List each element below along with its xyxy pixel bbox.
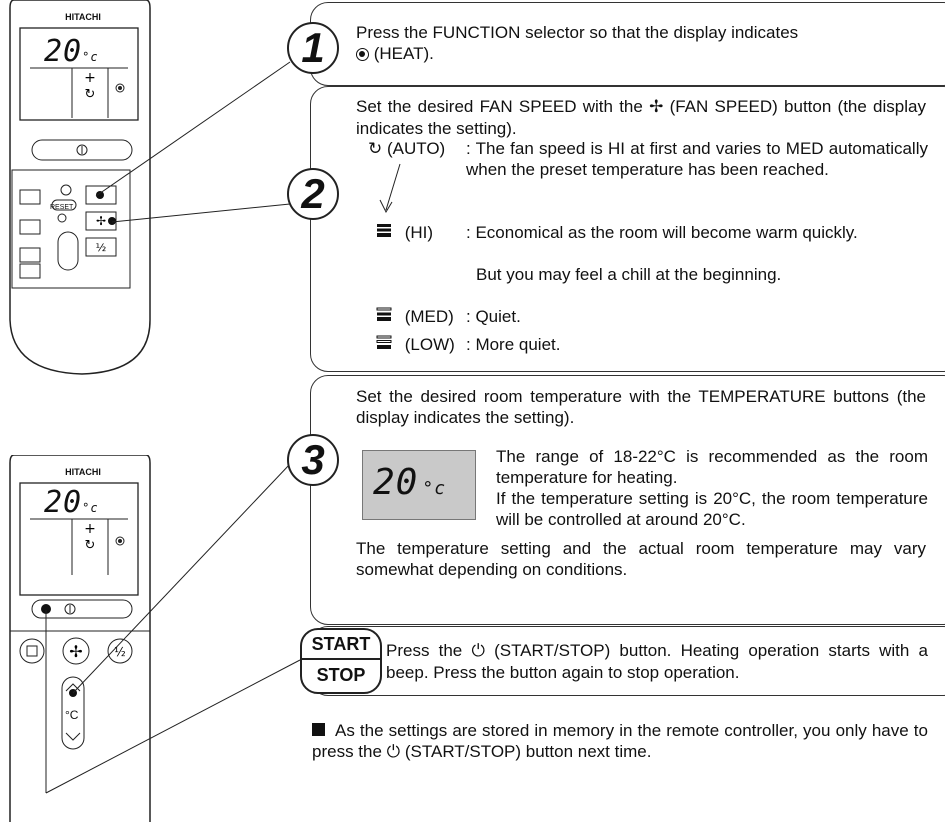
step-2-intro: Set the desired FAN SPEED with the ✢ (FA…: [356, 97, 926, 138]
remote2-brand: HITACHI: [65, 467, 101, 477]
step-3-note: The temperature setting and the actual r…: [356, 539, 926, 579]
step-1-line-2: (HEAT).: [356, 43, 926, 64]
remote-brand: HITACHI: [65, 12, 101, 22]
step-1-badge: 1: [287, 22, 339, 74]
med-row: (MED): [376, 306, 454, 327]
stop-label: STOP: [316, 665, 366, 685]
power-icon-2: ⏻: [386, 742, 401, 762]
svg-text:½: ½: [96, 241, 107, 254]
start-stop-badge: START STOP: [300, 628, 382, 694]
hi-text-2: But you may feel a chill at the beginnin…: [476, 265, 782, 284]
low-row: (LOW): [376, 334, 455, 355]
panel-step-1: [310, 2, 945, 86]
auto-row: ↻ (AUTO): [368, 138, 445, 160]
svg-text:✢: ✢: [69, 642, 82, 661]
med-label: (MED): [404, 307, 454, 326]
hi-row: (HI): [376, 222, 433, 243]
memory-note: As the settings are stored in memory in …: [312, 721, 928, 762]
setting-text: If the temperature setting is 20°C, the …: [496, 489, 928, 529]
square-bullet-icon: [312, 723, 325, 736]
remote-controller-bottom: + ↻ ✢ ½: [9, 455, 151, 822]
svg-text:✢: ✢: [96, 214, 106, 228]
remote-lcd-temp: 20°c: [44, 34, 99, 69]
heat-label: (HEAT).: [373, 44, 434, 63]
svg-text:↻: ↻: [85, 538, 96, 553]
range-text: The range of 18-22°C is recommended as t…: [496, 447, 928, 487]
auto-icon: ↻: [368, 139, 383, 159]
panel-start-stop: [310, 626, 945, 696]
remote2-lcd-temp: 20°c: [44, 485, 99, 520]
med-speed-icon: [376, 307, 392, 321]
svg-text:↻: ↻: [85, 87, 96, 102]
hi-label: (HI): [404, 223, 434, 242]
heat-icon: [356, 48, 369, 61]
arrow-down-icon: [379, 163, 401, 214]
svg-text:+: +: [84, 70, 96, 86]
step-2-badge: 2: [287, 168, 339, 220]
power-icon: ⏻: [471, 641, 485, 661]
low-text: : More quiet.: [466, 335, 561, 354]
svg-text:½: ½: [114, 645, 126, 659]
remote-controller-top: + ↻ ½ ✢: [9, 0, 151, 375]
start-stop-text: Press the ⏻ (START/STOP) button. Heating…: [386, 641, 928, 682]
low-label: (LOW): [404, 335, 455, 354]
lcd-temp-unit: °c: [422, 478, 447, 499]
remote2-celsius-label: °C: [65, 708, 79, 722]
start-label: START: [302, 630, 380, 660]
auto-text: : The fan speed is HI at first and varie…: [466, 139, 928, 179]
temperature-lcd: 20°c: [362, 450, 476, 520]
med-text: : Quiet.: [466, 307, 521, 326]
lcd-temp-value: 20: [373, 462, 419, 503]
panel-step-2: [310, 86, 945, 372]
svg-text:+: +: [84, 521, 96, 537]
fan-speed-icon: ✢: [649, 97, 664, 117]
step-3-badge: 3: [287, 434, 339, 486]
step-3-intro: Set the desired room temperature with th…: [356, 387, 926, 427]
auto-label: (AUTO): [386, 139, 446, 158]
hi-text: : Economical as the room will become war…: [466, 223, 858, 242]
hi-speed-icon: [377, 224, 391, 237]
low-speed-icon: [376, 335, 392, 349]
step-1-text: Press the FUNCTION selector so that the …: [356, 22, 926, 64]
step-1-line-1: Press the FUNCTION selector so that the …: [356, 23, 799, 42]
remote-reset-label: RESET: [50, 204, 74, 211]
